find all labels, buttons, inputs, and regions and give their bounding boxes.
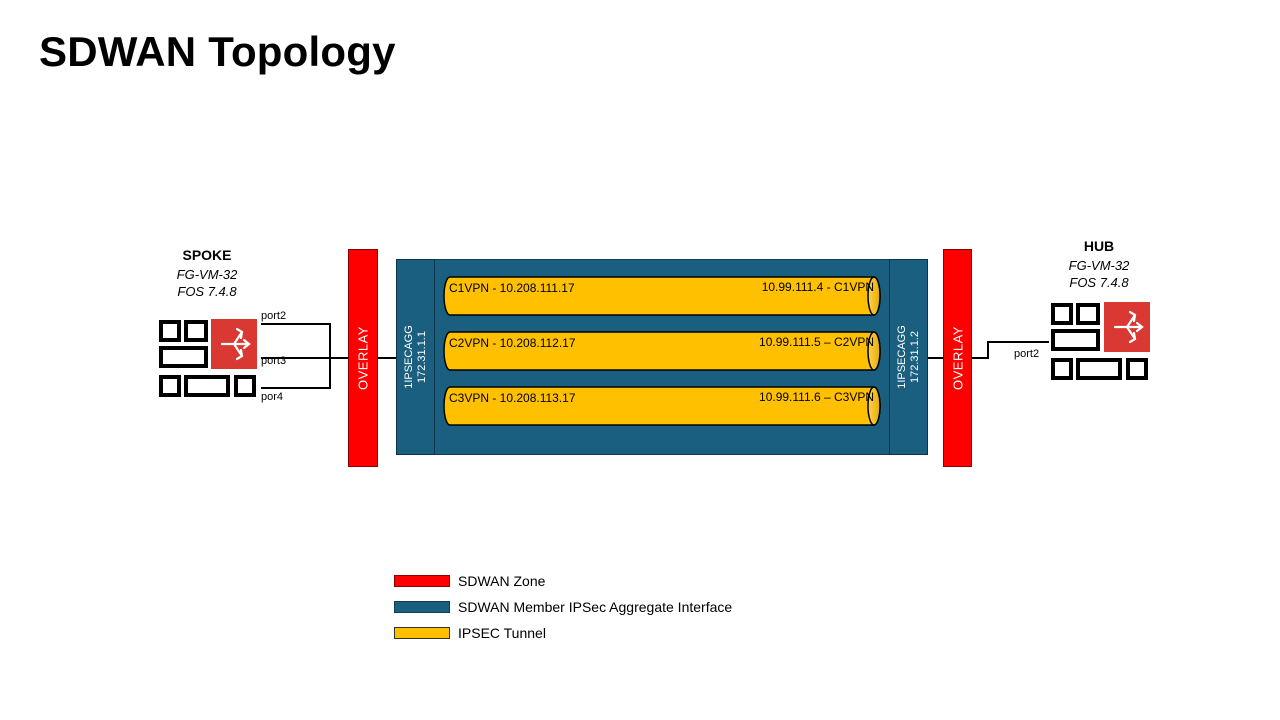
ipsec-tunnels [443,276,881,426]
aggregate-interface-left: 1IPSECAGG 172.31.1.1 [396,259,435,455]
tunnel-c2-left-label: C2VPN - 10.208.112.17 [449,336,576,350]
spoke-port-label: por4 [261,391,284,403]
tunnel-c1-left-label: C1VPN - 10.208.111.17 [449,281,575,295]
aggregate-left-name: 1IPSECAGG [402,325,415,389]
legend-swatch-zone [394,575,450,587]
hub-name: HUB [1083,238,1115,254]
overlay-zone-left: OVERLAY [348,249,378,467]
tunnel-c3-right-label: 10.99.111.6 – C3VPN [759,390,874,404]
overlay-zone-left-label: OVERLAY [355,326,371,390]
tunnel-c3-left-label: C3VPN - 10.208.113.17 [449,391,576,405]
spoke-port-label: port3 [261,355,287,367]
legend-label-aggregate: SDWAN Member IPSec Aggregate Interface [458,599,733,615]
aggregate-left-ip: 172.31.1.1 [415,331,428,384]
hub-port-label: port2 [1014,348,1040,360]
aggregate-interface-right: 1IPSECAGG 172.31.1.2 [889,259,928,455]
legend-label-tunnel: IPSEC Tunnel [458,625,546,641]
legend-swatch-aggregate [394,601,450,613]
tunnel-c2-right-label: 10.99.111.5 – C2VPN [759,335,874,349]
spoke-port-label: port2 [261,310,287,322]
hub-fortinet-logo-icon [1104,302,1150,352]
aggregate-right-ip: 172.31.1.2 [908,331,921,384]
tunnel-c3 [443,386,881,426]
hub-model: FG-VM-32 [1068,258,1130,273]
overlay-zone-right-label: OVERLAY [950,326,965,390]
tunnel-c1 [443,276,881,316]
spoke-os: FOS 7.4.8 [177,284,237,299]
spoke-fortinet-logo-icon [211,319,257,369]
legend-label-zone: SDWAN Zone [458,573,546,589]
hub-firewall-icon [1051,303,1148,380]
aggregate-right-name: 1IPSECAGG [895,325,908,389]
spoke-firewall-icon [159,320,256,397]
hub-os: FOS 7.4.8 [1069,275,1129,290]
overlay-zone-right: OVERLAY [943,249,972,467]
spoke-model: FG-VM-32 [176,267,238,282]
spoke-name: SPOKE [182,247,232,263]
legend-swatch-tunnel [394,627,450,639]
page-title: SDWAN Topology [39,28,396,75]
tunnel-c1-right-label: 10.99.111.4 - C1VPN [761,280,874,294]
tunnel-c2 [443,331,881,371]
